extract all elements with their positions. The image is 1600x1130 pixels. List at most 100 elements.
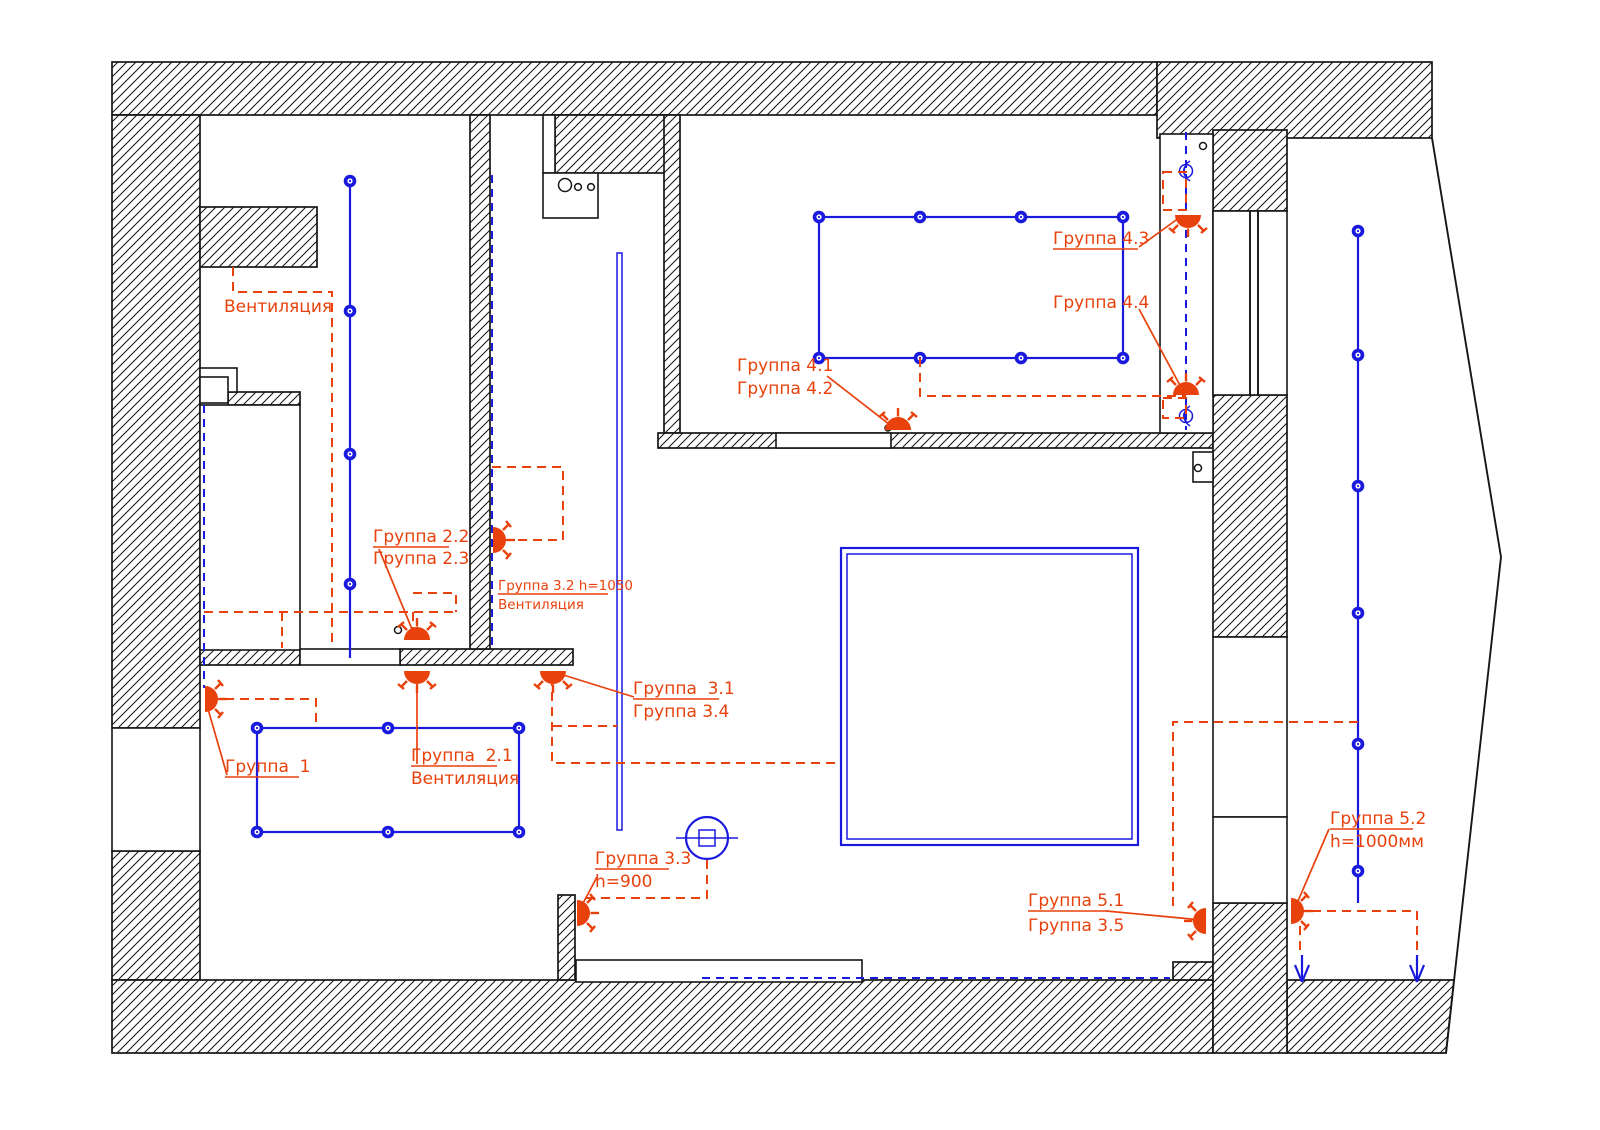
counter [575,959,863,983]
window-glazing-lines [1249,211,1259,395]
light-dot [1351,737,1365,751]
hob-box [542,172,599,219]
wall-mid-band-right [399,648,574,666]
ceiling-light-square [698,829,716,847]
balcony-slanted-edge [1431,137,1502,1054]
light-dot [812,210,826,224]
light-dot [343,577,357,591]
leaders [205,214,1413,921]
wall-step-block [1172,961,1214,981]
wall-top-center-block [554,114,669,174]
lamp-group32 [491,519,517,561]
light-dot [1116,210,1130,224]
light-dot [1014,351,1028,365]
left-wall-opening [111,727,201,852]
label-group-2-3: Группа 2.3 [373,549,469,569]
label-group-2-1-vent: Вентиляция [411,769,519,789]
wall-mid-band-left [199,648,301,666]
light-dot [250,721,264,735]
label-group-4-3: Группа 4.3 [1053,229,1149,249]
hob-burner-large [557,177,573,193]
light-dot [1351,224,1365,238]
label-group-1: Группа 1 [225,757,311,777]
room4-door-opening [775,432,892,449]
wall-top-band-right [1156,61,1433,139]
light-dot [1351,479,1365,493]
shaft-strip-lower-box [1192,451,1214,483]
label-group-3-3-h: h=900 [595,872,652,892]
label-group-3-2: Группа 3.2 h=1050 [498,578,633,594]
balcony-under-window [1212,816,1288,904]
label-group-3-3: Группа 3.3 [595,849,691,869]
label-group-3-2-vent: Вентиляция [498,597,584,613]
wall-window-bottom [1212,902,1288,1054]
light-dot [381,825,395,839]
wardrobe [199,404,301,651]
junction-dot-shaft-top [1198,141,1208,151]
hob-burner-small-2 [586,182,596,192]
wire-group51 [1172,721,1358,908]
wire-stub-bottom [1162,397,1187,419]
label-group-4-2: Группа 4.2 [737,379,833,399]
label-group-5-2: Группа 5.2 [1330,809,1426,829]
light-dot [913,210,927,224]
feed-arrow-right [1408,953,1426,984]
wire-group33 [584,860,708,899]
wall-balcony-floor [1286,979,1455,1054]
partition-glass-line [616,252,623,831]
light-dot [1116,351,1130,365]
label-ventilation-top: Вентиляция [224,297,332,317]
wire-group52 [1297,910,1418,953]
wall-kitchen-right [663,114,681,434]
lamp-group52 [1289,890,1315,932]
wire-group1 [210,698,317,727]
wire-group34 [551,677,841,764]
light-dot [1351,606,1365,620]
light-dot [343,447,357,461]
labels: Вентиляция Группа 2.2 Группа 2.3 Группа … [224,229,1426,936]
wall-stub-bottom [557,894,576,981]
light-dot [343,174,357,188]
label-group-3-4: Группа 3.4 [633,702,729,722]
feed-arrow-left [1293,953,1311,984]
wall-closet-strip [227,391,301,406]
junction-dot-kitchen [393,625,403,635]
lamp-group33 [575,892,601,934]
junction-dot-shaft-bottom [1193,463,1203,473]
balcony-door-opening [1212,636,1288,818]
closet-box-b [199,376,229,404]
kitchen-stub [542,114,556,174]
light-dot [1351,348,1365,362]
lighting-circuits [203,132,1426,984]
wall-top-band [111,61,1158,116]
wall-left-lower [111,850,201,981]
label-group-5-2-h: h=1000мм [1330,832,1424,852]
label-group-3-1: Группа 3.1 [633,679,735,699]
wire-group44 [919,358,1186,397]
light-dot [1351,864,1365,878]
light-dot [512,721,526,735]
lamp-group22 [396,616,438,642]
label-group-3-5: Группа 3.5 [1028,916,1124,936]
wall-bottom-band [111,979,1214,1054]
wire-ventilation [232,267,333,648]
label-group-4-1: Группа 4.1 [737,356,833,376]
label-group-5-1: Группа 5.1 [1028,891,1124,911]
light-dot [512,825,526,839]
light-dot [1014,210,1028,224]
wire-group32 [492,466,564,541]
label-group-4-4: Группа 4.4 [1053,293,1149,313]
lamp-group31 [532,669,574,695]
wall-left-upper [111,114,201,729]
wall-room4-bottom [657,432,1214,449]
wall-window-top [1212,129,1288,212]
ceiling-zone-inner [846,553,1133,840]
circuit-room4-rect [817,215,1125,360]
wall-vent-block [199,206,318,268]
label-group-2-1: Группа 2.1 [411,746,513,766]
wall-kitchen-left [469,114,491,650]
light-dot [343,304,357,318]
label-group-2-2: Группа 2.2 [373,527,469,547]
lamp-group51 [1182,900,1208,942]
